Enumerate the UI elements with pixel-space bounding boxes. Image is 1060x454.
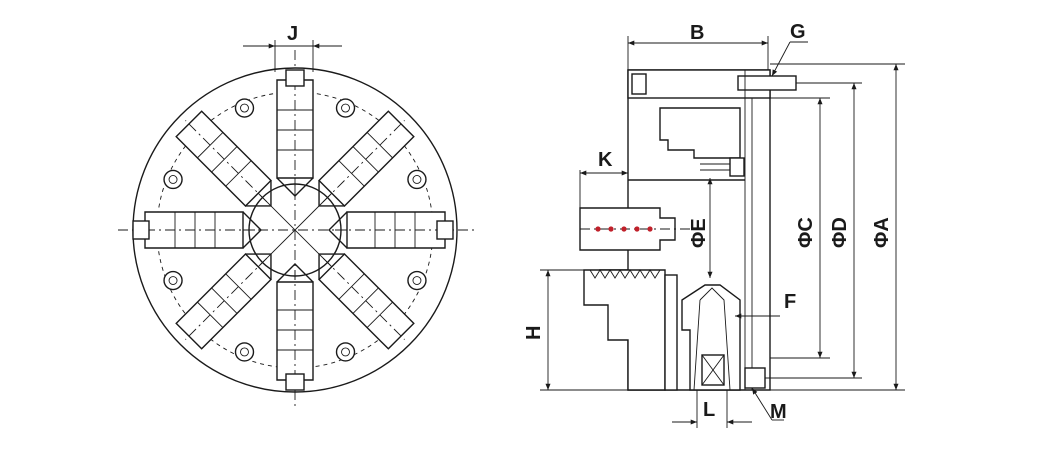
jaw-centerline <box>185 257 268 340</box>
side-view: B G K ΦE ΦC ΦD ΦA <box>523 21 905 428</box>
lower-jaw-taper <box>681 284 741 391</box>
label-j: J <box>287 23 298 45</box>
lower-jaw-wedge <box>693 287 731 391</box>
jaw-slot <box>318 110 415 207</box>
jaw-centerline <box>185 120 268 203</box>
m-leader-arrow <box>751 387 773 421</box>
bolt-hole-inner <box>168 276 178 285</box>
top-bolt-g <box>737 75 797 91</box>
bolt-hole <box>407 270 427 291</box>
jaw-slot <box>328 211 450 249</box>
bottom-screw-m <box>744 367 766 389</box>
lower-insert <box>664 274 678 391</box>
jaw-slots <box>140 75 450 385</box>
label-m: M <box>770 401 787 423</box>
front-view: J <box>118 23 475 410</box>
label-b: B <box>690 22 704 44</box>
bolt-holes <box>163 98 427 362</box>
jaw-centerline <box>322 120 405 203</box>
bolt-hole-inner <box>412 175 422 184</box>
bolt-hole <box>234 98 255 118</box>
jaw-tip <box>318 253 345 280</box>
bolt-hole-inner <box>412 276 422 285</box>
plunger-dot-1 <box>595 226 601 232</box>
label-f: F <box>784 291 796 313</box>
bolt-hole <box>163 169 183 190</box>
label-a: ΦA <box>871 217 893 248</box>
upper-jaw-pin <box>700 163 730 171</box>
bolt-hole-inner <box>240 103 249 113</box>
bolt-hole-inner <box>168 175 178 184</box>
jaw-tip <box>276 263 314 283</box>
jaw-tip <box>276 177 314 197</box>
plunger-dot-4 <box>634 226 640 232</box>
lower-body <box>583 269 666 391</box>
bolt-hole-inner <box>240 347 249 357</box>
label-d: ΦD <box>829 217 851 248</box>
label-g: G <box>790 21 806 43</box>
bolt-hole <box>335 342 356 362</box>
jaw-slot <box>175 253 272 350</box>
jaw-slot <box>276 263 314 385</box>
jaw-slot <box>318 253 415 350</box>
jaw-tip <box>328 211 348 249</box>
bolt-hole <box>234 342 255 362</box>
bolt-hole <box>335 98 356 118</box>
plunger-dot-2 <box>608 226 614 232</box>
lower-jaw-box-x <box>701 354 725 386</box>
label-l: L <box>703 399 715 421</box>
jaw-tip <box>318 180 345 207</box>
bolt-hole-inner <box>341 103 350 113</box>
jaw-centerline <box>322 257 405 340</box>
label-h: H <box>523 326 545 340</box>
plunger-dot-3 <box>621 226 627 232</box>
jaw-tip <box>245 180 272 207</box>
side-key-right <box>436 220 454 240</box>
bolt-hole <box>407 169 427 190</box>
label-e: ΦE <box>688 218 710 248</box>
side-key-left <box>132 220 150 240</box>
label-c: ΦC <box>795 217 817 248</box>
top-key <box>285 69 305 87</box>
bolt-hole-inner <box>341 347 350 357</box>
jaw-slot <box>175 110 272 207</box>
jaw-slot <box>140 211 262 249</box>
upper-jaw-screw <box>729 157 745 177</box>
plunger-dot-5 <box>647 226 653 232</box>
serration-teeth <box>589 269 661 279</box>
top-screw <box>631 73 647 95</box>
label-k: K <box>598 149 613 171</box>
jaw-slot <box>276 75 314 197</box>
upper-jaw-detail <box>659 107 741 159</box>
bolt-hole <box>163 270 183 291</box>
bottom-key <box>285 373 305 391</box>
jaw-tip <box>245 253 272 280</box>
jaw-tip <box>242 211 262 249</box>
g-leader-arrow <box>771 41 791 77</box>
